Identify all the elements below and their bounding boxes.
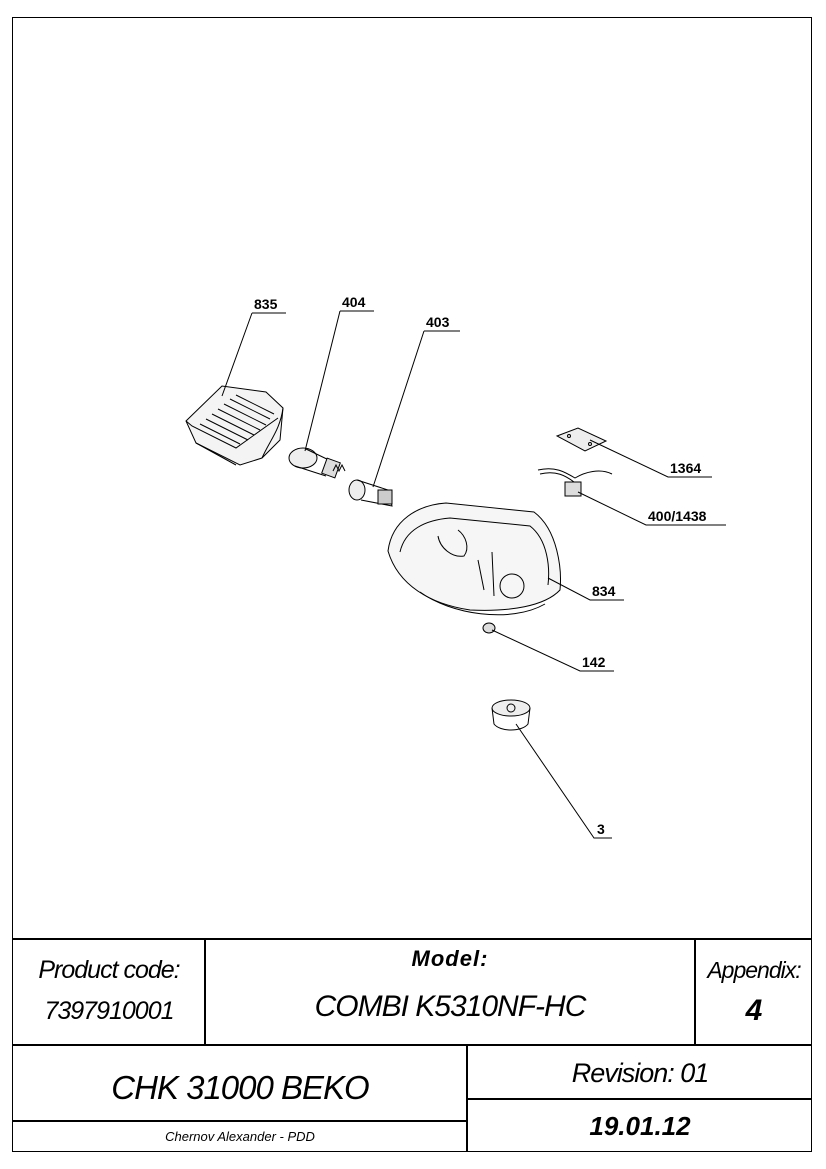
part-3-knob	[491, 699, 531, 731]
part-label-403: 403	[426, 314, 450, 330]
part-1364-board	[555, 427, 608, 452]
leader-834	[547, 577, 624, 601]
author: Chernov Alexander - PDD	[165, 1128, 315, 1144]
part-label-404: 404	[342, 294, 366, 310]
product-name: CHK 31000 BEKO	[111, 1069, 369, 1106]
title-block-divider	[204, 938, 206, 1044]
part-label-1364: 1364	[670, 460, 701, 476]
product-code-value: 7397910001	[44, 996, 174, 1025]
part-label-142: 142	[582, 654, 606, 670]
part-834-housing	[387, 502, 561, 616]
date: 19.01.12	[589, 1110, 691, 1141]
part-400-1438-wiring	[537, 468, 613, 497]
part-403-socket	[348, 479, 393, 507]
part-142-nut	[482, 622, 496, 634]
title-block-divider	[12, 1044, 812, 1046]
part-label-834: 834	[592, 583, 616, 599]
appendix-label: Appendix:	[707, 956, 801, 983]
leader-404	[304, 310, 374, 452]
leader-142	[491, 629, 614, 672]
drawing-frame	[12, 17, 812, 1152]
title-block-top-line	[12, 938, 812, 940]
part-label-3: 3	[597, 821, 605, 837]
model-value: COMBI K5310NF-HC	[314, 990, 587, 1023]
product-code-label: Product code:	[38, 955, 180, 984]
leader-400-1438	[577, 491, 726, 526]
title-block-divider	[694, 938, 696, 1044]
leader-835	[221, 312, 286, 397]
exploded-view-diagram: 835 404 403 1364 400/1438 834 142 3	[185, 294, 726, 839]
part-label-835: 835	[254, 296, 278, 312]
model-label: Model:	[411, 946, 489, 971]
leader-1364	[589, 439, 712, 478]
part-label-400-1438: 400/1438	[648, 508, 707, 524]
title-block-divider	[466, 1098, 812, 1100]
title-block-divider	[12, 1120, 467, 1122]
leader-403	[372, 330, 460, 488]
part-835-lamp-cover	[185, 385, 284, 466]
revision: Revision: 01	[571, 1057, 710, 1088]
appendix-value: 4	[745, 994, 763, 1027]
leader-3	[515, 723, 612, 839]
part-404-bulb	[288, 447, 346, 479]
